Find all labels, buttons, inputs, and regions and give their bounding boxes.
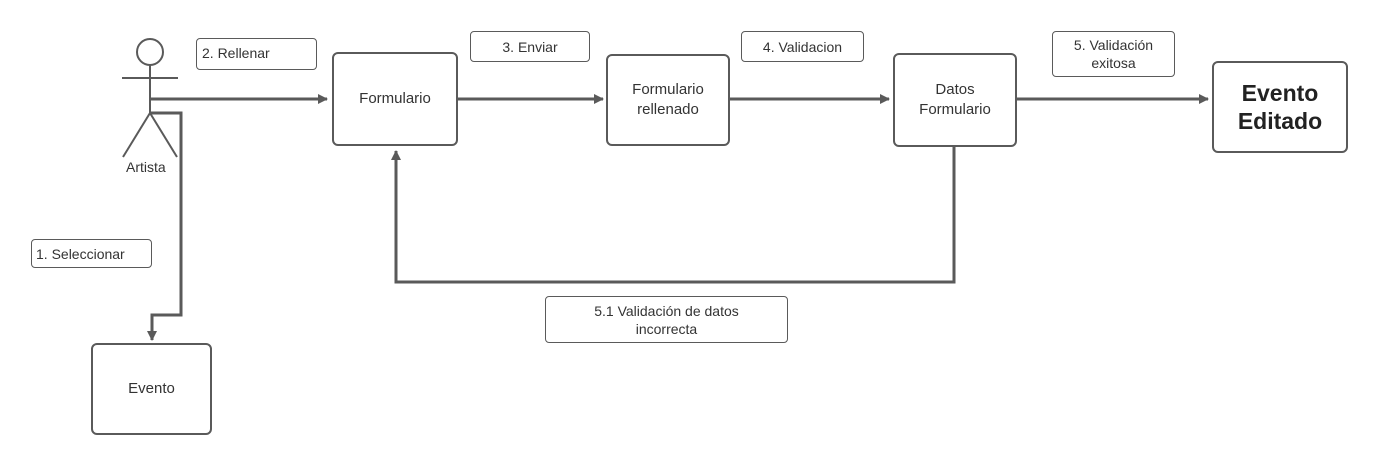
label-enviar: 3. Enviar — [470, 31, 590, 62]
label-validacion-incorrecta-text: 5.1 Validación de datos incorrecta — [594, 302, 739, 337]
label-rellenar: 2. Rellenar — [196, 38, 317, 70]
actor-right-leg — [149, 112, 178, 158]
label-enviar-text: 3. Enviar — [502, 38, 558, 55]
node-evento-label: Evento — [128, 380, 175, 397]
label-validacion: 4. Validacion — [741, 31, 864, 62]
label-seleccionar-text: 1. Seleccionar — [36, 245, 125, 262]
node-datos-formulario[interactable]: Datos Formulario — [893, 53, 1017, 147]
node-formulario-label: Formulario — [359, 90, 431, 107]
connector-actor-to-evento — [147, 111, 183, 341]
actor-left-leg — [122, 112, 151, 158]
label-validacion-exitosa-text: 5. Validación exitosa — [1073, 37, 1154, 71]
node-evento[interactable]: Evento — [91, 343, 212, 435]
node-formulario[interactable]: Formulario — [332, 52, 458, 146]
label-seleccionar: 1. Seleccionar — [31, 239, 152, 268]
label-validacion-text: 4. Validacion — [762, 38, 843, 55]
actor-figure — [122, 38, 178, 158]
label-validacion-incorrecta: 5.1 Validación de datos incorrecta — [545, 296, 788, 343]
node-datos-formulario-label: Datos Formulario — [919, 81, 991, 118]
actor-head — [136, 38, 164, 66]
label-validacion-exitosa: 5. Validación exitosa — [1052, 31, 1175, 77]
connector-datos-back-to-formulario — [391, 147, 956, 284]
node-formulario-rellenado-label: Formulario rellenado — [632, 81, 704, 118]
actor-name: Artista — [126, 159, 166, 175]
node-evento-editado[interactable]: Evento Editado — [1212, 61, 1348, 153]
label-rellenar-text: 2. Rellenar — [202, 45, 270, 61]
node-evento-editado-label: Evento Editado — [1237, 80, 1323, 134]
node-formulario-rellenado[interactable]: Formulario rellenado — [606, 54, 730, 146]
